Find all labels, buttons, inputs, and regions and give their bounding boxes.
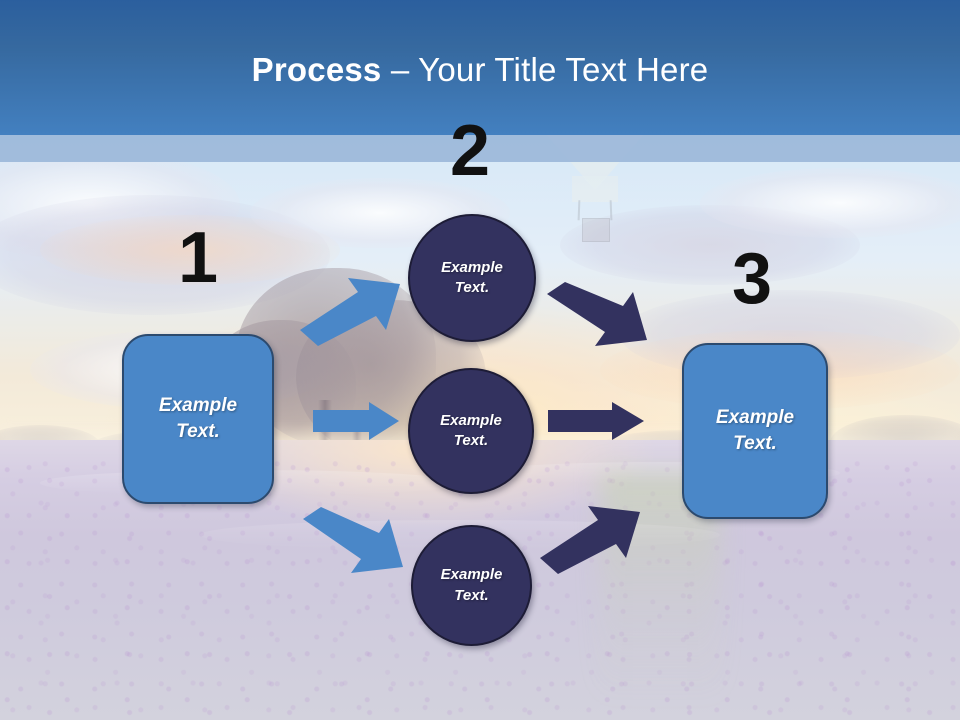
balloon-skirt bbox=[572, 176, 618, 202]
process-circle-bottom[interactable]: Example Text. bbox=[411, 525, 532, 646]
process-circle-top-line2: Text. bbox=[454, 279, 490, 296]
arrow-bottom-to-right bbox=[540, 500, 648, 574]
arrow-middle-to-right bbox=[548, 402, 644, 440]
step-number-1: 1 bbox=[177, 218, 219, 298]
slide-title-bold: Process bbox=[251, 51, 382, 88]
header-band bbox=[0, 0, 960, 135]
cloud-shape bbox=[700, 168, 960, 238]
process-circle-middle-line1: Example bbox=[440, 411, 502, 429]
arrow-top-to-right bbox=[547, 282, 655, 352]
process-box-left-label: Example Text. bbox=[159, 393, 237, 444]
arrow-left-to-top bbox=[300, 278, 408, 346]
process-circle-top-label: Example Text. bbox=[441, 258, 503, 299]
process-box-left-line2: Text. bbox=[176, 421, 220, 442]
process-circle-middle-line2: Text. bbox=[453, 432, 489, 449]
slide-title-rest: – Your Title Text Here bbox=[381, 51, 709, 88]
process-box-right[interactable]: Example Text. bbox=[682, 343, 828, 519]
arrow-left-to-bottom bbox=[303, 507, 411, 575]
step-number-2: 2 bbox=[449, 111, 491, 191]
process-circle-top-line1: Example bbox=[441, 258, 503, 276]
process-box-right-label: Example Text. bbox=[716, 405, 794, 456]
process-box-right-line1: Example bbox=[715, 407, 795, 429]
process-box-left-line1: Example bbox=[158, 395, 238, 417]
process-circle-bottom-line2: Text. bbox=[454, 586, 489, 604]
arrow-left-to-middle bbox=[313, 402, 399, 440]
process-box-left[interactable]: Example Text. bbox=[122, 334, 274, 504]
header-accent-band bbox=[0, 135, 960, 162]
process-circle-middle[interactable]: Example Text. bbox=[408, 368, 534, 494]
step-number-3: 3 bbox=[731, 239, 773, 319]
process-circle-bottom-label: Example Text. bbox=[441, 565, 503, 606]
balloon-basket bbox=[582, 218, 610, 242]
process-circle-bottom-line1: Example bbox=[440, 566, 503, 584]
process-circle-top[interactable]: Example Text. bbox=[408, 214, 536, 342]
process-circle-middle-label: Example Text. bbox=[440, 411, 502, 452]
slide-title: Process – Your Title Text Here bbox=[0, 51, 960, 88]
process-box-right-line2: Text. bbox=[733, 433, 777, 454]
